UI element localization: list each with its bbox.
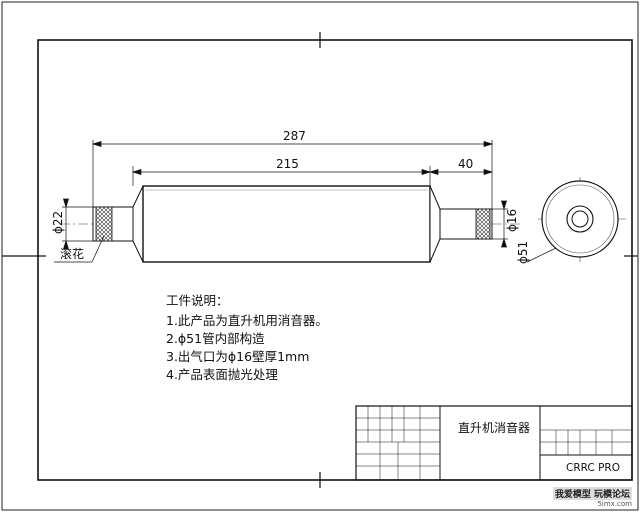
title-block-company: CRRC PRO	[566, 462, 620, 474]
drawing-frame	[37, 39, 633, 481]
watermark-line-2: 5imx.com	[597, 500, 632, 508]
watermark-line-1: 我爱模型 玩模论坛	[552, 487, 632, 500]
watermark: 我爱模型 玩模论坛 5imx.com	[552, 487, 632, 508]
inlet-knurl	[95, 206, 113, 242]
title-block-part-name: 直升机消音器	[458, 420, 530, 435]
note-item-4: 4.产品表面抛光处理	[166, 367, 278, 382]
knurl-label: 滚花	[60, 246, 84, 261]
muffler-end-view	[526, 177, 626, 263]
title-block	[355, 405, 633, 481]
note-item-3: 3.出气口为ϕ16壁厚1mm	[166, 349, 310, 364]
note-item-2: 2.ϕ51管内部构造	[166, 331, 265, 346]
notes-heading: 工件说明：	[166, 293, 229, 308]
outlet-knurl	[475, 208, 491, 240]
dim-body-diameter: ϕ51	[516, 241, 530, 264]
dimension-lines	[54, 140, 508, 263]
outlet-taper	[429, 185, 441, 263]
note-item-1: 1.此产品为直升机用消音器。	[166, 313, 328, 328]
end-view-inner-rim	[545, 184, 615, 254]
muffler-body	[142, 185, 431, 263]
dim-outlet-length: 40	[458, 157, 473, 171]
dim-inlet-diameter: ϕ22	[51, 211, 65, 234]
dim-body-length: 215	[276, 157, 299, 171]
dim-overall-length: 287	[283, 129, 306, 143]
dim-outlet-diameter: ϕ16	[505, 209, 519, 232]
centering-marks	[2, 32, 638, 488]
inlet-taper	[132, 185, 144, 263]
muffler-side-view	[60, 185, 520, 263]
end-view-bore-circle	[571, 210, 589, 228]
